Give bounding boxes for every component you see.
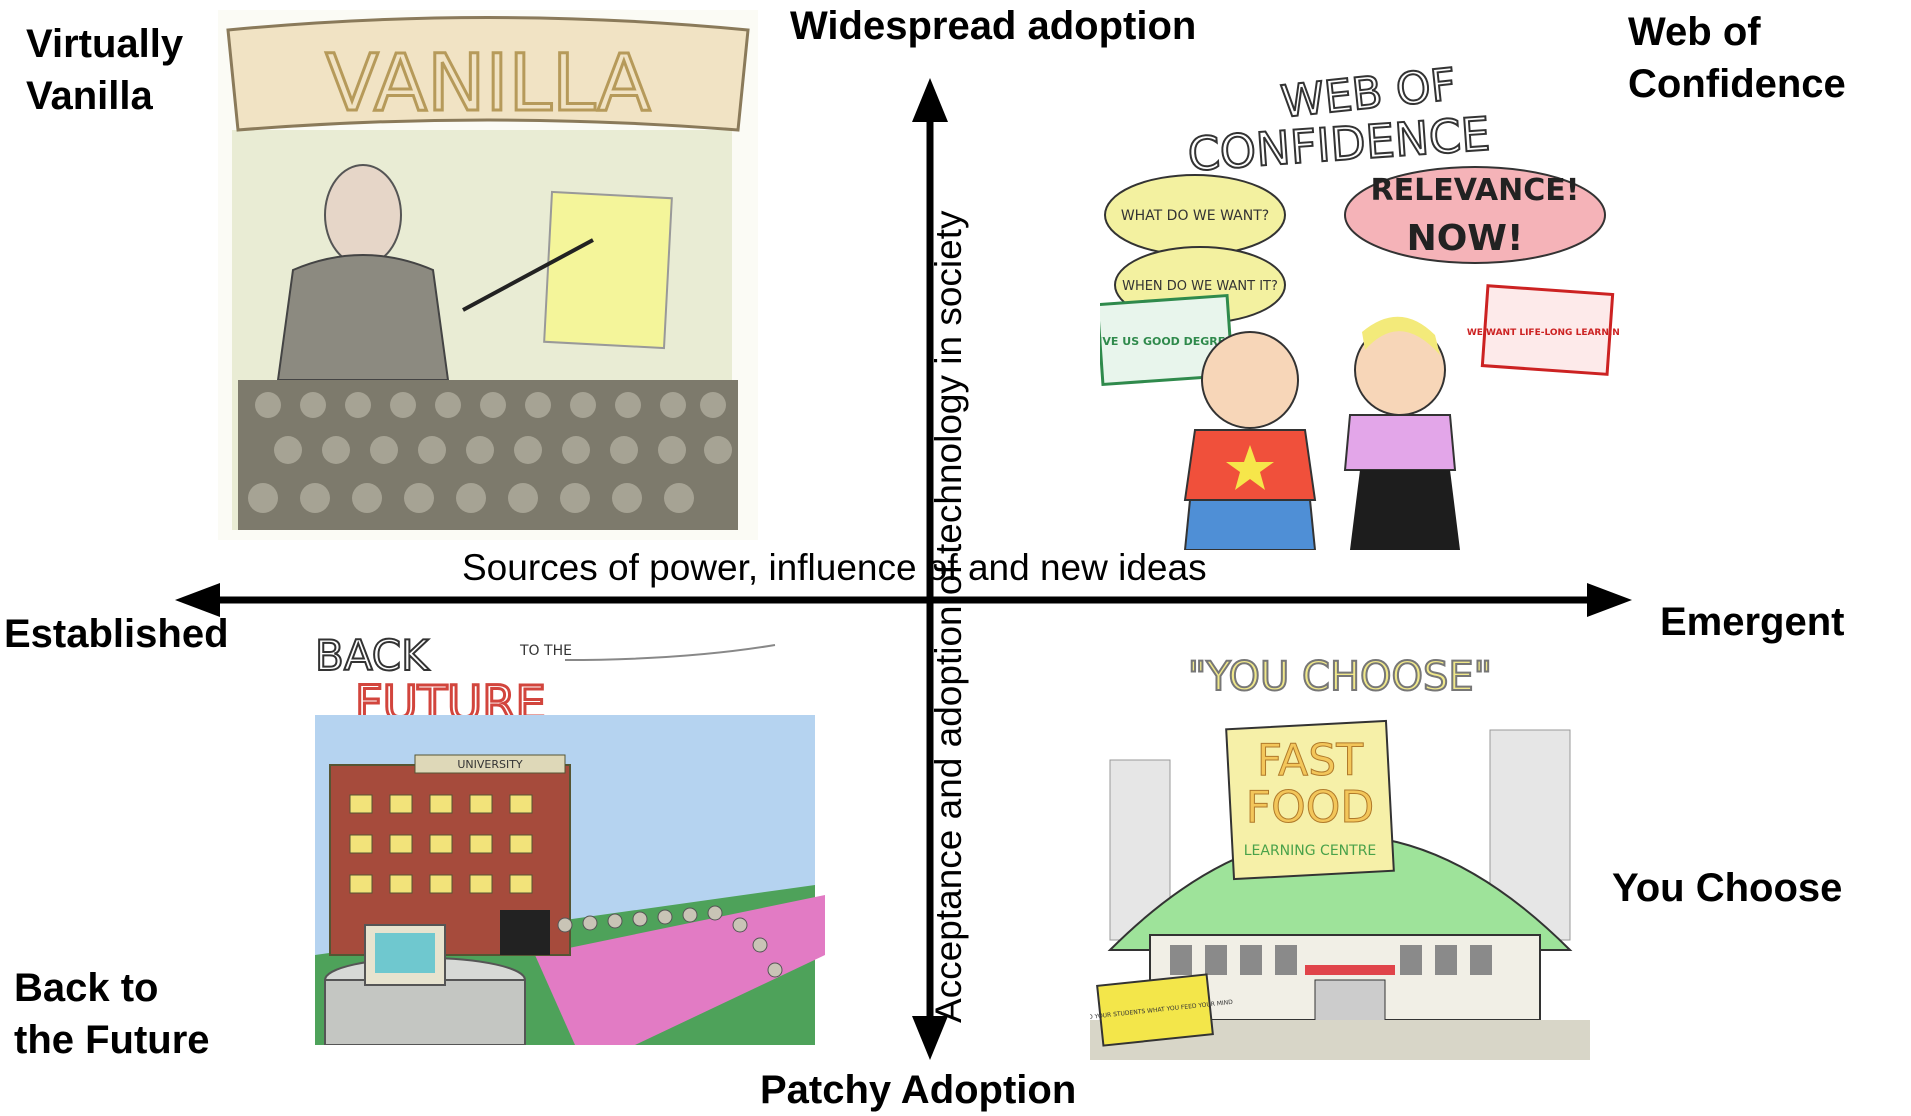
choose-sign-fast: FAST [1257,735,1363,786]
arrow-right [1587,583,1632,617]
arrow-up [912,78,948,122]
web-bubble-relevance: RELEVANCE! [1371,173,1580,208]
future-title-to: TO THE [519,643,572,659]
cartoon-vanilla: VANILLA [218,10,758,540]
axis-label-bottom: Patchy Adoption [760,1068,1077,1112]
horizontal-axis-description: Sources of power, influence of and new i… [462,547,1207,588]
cartoon-web-of-confidence: WEB OF CONFIDENCE WHAT DO WE WANT? WHEN … [1100,60,1620,550]
web-sign-degrees: GIVE US GOOD DEGREES [1100,335,1241,348]
future-title-back: BACK [315,631,430,680]
future-building-sign: UNIVERSITY [457,758,523,771]
choose-sign-food: FOOD [1246,782,1374,833]
choose-title: "YOU CHOOSE" [1188,654,1492,700]
quadrant-label-top-right: Web of Confidence [1628,10,1846,106]
choose-sign-learning: LEARNING CENTRE [1244,843,1377,859]
quadrant-label-bottom-left: Back to the Future [14,966,210,1062]
cartoon-back-to-the-future: BACK TO THE FUTURE UNIVERSITY [305,625,825,1045]
web-bubble-when: WHEN DO WE WANT IT? [1122,279,1278,294]
axis-label-top: Widespread adoption [790,4,1197,48]
cartoon-you-choose: "YOU CHOOSE" FAST FOOD LEARNING CENTRE F… [1090,650,1590,1060]
quadrant-label-bottom-right: You Choose [1612,866,1843,910]
web-sign-learning: WE WANT LIFE-LONG LEARNING [1467,328,1620,338]
axis-label-right: Emergent [1660,600,1845,644]
web-bubble-what: WHAT DO WE WANT? [1121,208,1269,224]
quadrant-label-top-left: Virtually Vanilla [26,22,184,118]
vanilla-banner-text: VANILLA [325,39,650,129]
vertical-axis-description: Acceptance and adoption of technology in… [928,210,969,1023]
arrow-down [912,1016,948,1060]
web-bubble-now: NOW! [1407,218,1524,259]
arrow-left [175,583,220,617]
axis-label-left: Established [4,612,229,656]
